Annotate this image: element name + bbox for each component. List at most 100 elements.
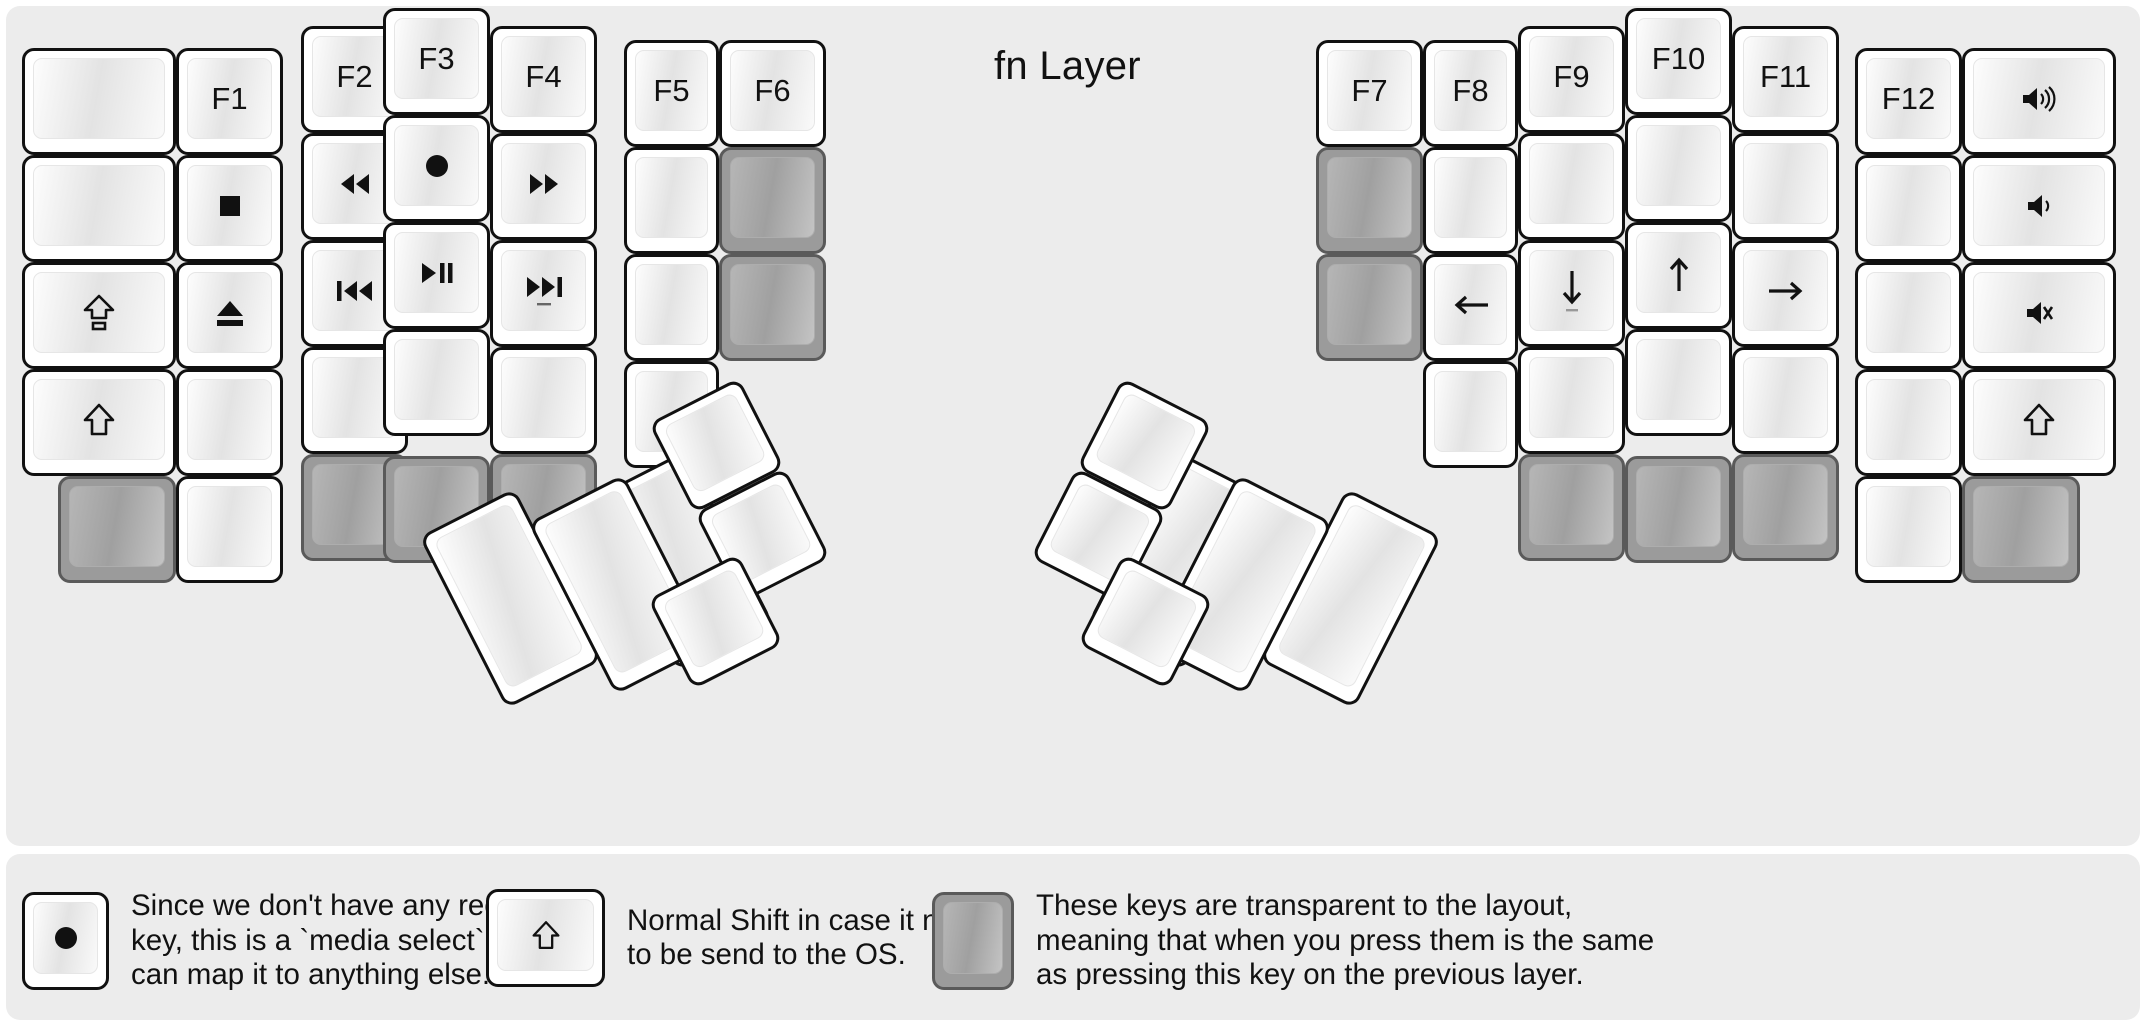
media-fast-forward-icon [529,173,558,194]
keycap-face [187,165,272,246]
shift-arrow-icon [83,403,115,435]
key-f8[interactable]: F8 [1423,40,1518,147]
key-f10-col-r2[interactable] [1625,115,1732,222]
keycap-face [1973,165,2105,246]
keycap-face [1529,357,1614,438]
keycap-face [33,272,165,353]
key-media-fast-forward[interactable] [490,133,597,240]
keycap-face: F4 [501,36,586,117]
media-rewind-icon [340,173,369,194]
keycap-face [187,486,272,567]
key-f8-col-r4[interactable] [1423,361,1518,468]
key-f5-col-r3[interactable] [624,254,719,361]
media-play-pause-icon [421,262,452,283]
key-media-rewind[interactable] [301,133,408,240]
key-f7-col-r2-transparent[interactable] [1316,147,1423,254]
key-f4[interactable]: F4 [490,26,597,133]
key-f3-col-r4[interactable] [383,329,490,436]
key-media-play-pause[interactable] [383,222,490,329]
key-arrow-left[interactable] [1423,254,1518,361]
keycap-face [312,250,397,331]
key-f6-col-r3-transparent[interactable] [719,254,826,361]
key-label: F7 [1351,73,1388,108]
key-volume-down[interactable] [1962,155,2116,262]
key-volume-up[interactable] [1962,48,2116,155]
key-f11-col-r5-transparent[interactable] [1732,454,1839,561]
key-shift-right[interactable] [1962,369,2116,476]
key-f9[interactable]: F9 [1518,26,1625,133]
arrow-right-icon [1768,281,1802,300]
key-f11-col-r2[interactable] [1732,133,1839,240]
keycap-face [394,125,479,206]
key-f10[interactable]: F10 [1625,8,1732,115]
media-next-icon [526,276,562,305]
arrow-down-icon [1562,270,1581,311]
keycap-face [1636,125,1721,206]
keycap-face [501,143,586,224]
key-arrow-right[interactable] [1732,240,1839,347]
key-left-outer-r5-transparent[interactable] [58,476,176,583]
key-f6[interactable]: F6 [719,40,826,147]
key-left-outer-r1[interactable] [22,48,176,155]
keycap-face: F9 [1529,36,1614,117]
key-arrow-up[interactable] [1625,222,1732,329]
key-media-record[interactable] [383,115,490,222]
arrow-left-icon [1454,295,1488,314]
page-title: fn Layer [994,44,1141,88]
key-f1[interactable]: F1 [176,48,283,155]
key-label: F2 [336,59,373,94]
key-f9-col-r5-transparent[interactable] [1518,454,1625,561]
key-f9-col-r2[interactable] [1518,133,1625,240]
key-media-stop[interactable] [176,155,283,262]
key-f11[interactable]: F11 [1732,26,1839,133]
keycap-face [33,58,165,139]
key-f7[interactable]: F7 [1316,40,1423,147]
keycap-face [1434,264,1507,345]
key-f1-col-r4[interactable] [176,369,283,476]
key-f5[interactable]: F5 [624,40,719,147]
key-f12-col-r5[interactable] [1855,476,1962,583]
arrow-up-icon [1669,257,1688,291]
legend-item-transparent: These keys are transparent to the layout… [932,889,1654,993]
key-f11-col-r4[interactable] [1732,347,1839,454]
keycap-face: F1 [187,58,272,139]
key-f6-col-r2-transparent[interactable] [719,147,826,254]
key-f12-col-r2[interactable] [1855,155,1962,262]
key-f10-col-r5-transparent[interactable] [1625,456,1732,563]
key-arrow-down[interactable] [1518,240,1625,347]
key-f4-col-r4[interactable] [490,347,597,454]
keyboard-panel: fn Layer [6,6,2140,846]
key-media-next[interactable] [490,240,597,347]
media-eject-icon [216,300,243,326]
key-label: F10 [1651,41,1706,76]
key-volume-mute[interactable] [1962,262,2116,369]
key-f3[interactable]: F3 [383,8,490,115]
key-f8-col-r2[interactable] [1423,147,1518,254]
keycap-face: F3 [394,18,479,99]
key-media-eject[interactable] [176,262,283,369]
key-f12-col-r3[interactable] [1855,262,1962,369]
keycap-face [1866,165,1951,246]
key-f9-col-r4[interactable] [1518,347,1625,454]
key-left-outer-r2[interactable] [22,155,176,262]
volume-mute-icon [2027,301,2054,324]
keycap-face [1636,466,1721,547]
key-label: F9 [1553,59,1590,94]
key-shift-left[interactable] [22,369,176,476]
key-f1-col-r5[interactable] [176,476,283,583]
record-dot-icon [425,154,448,177]
keycap-face [730,157,815,238]
keycap-face [69,486,165,567]
key-label: F8 [1452,73,1489,108]
key-caps-lock[interactable] [22,262,176,369]
key-f10-col-r4[interactable] [1625,329,1732,436]
key-f7-col-r3-transparent[interactable] [1316,254,1423,361]
key-f12[interactable]: F12 [1855,48,1962,155]
key-right-outer-r5-transparent[interactable] [1962,476,2080,583]
key-label: F1 [211,81,248,116]
key-f12-col-r4[interactable] [1855,369,1962,476]
key-f5-col-r2[interactable] [624,147,719,254]
key-label: F6 [754,73,791,108]
keycap-face: F12 [1866,58,1951,139]
keycap-face [33,901,98,974]
